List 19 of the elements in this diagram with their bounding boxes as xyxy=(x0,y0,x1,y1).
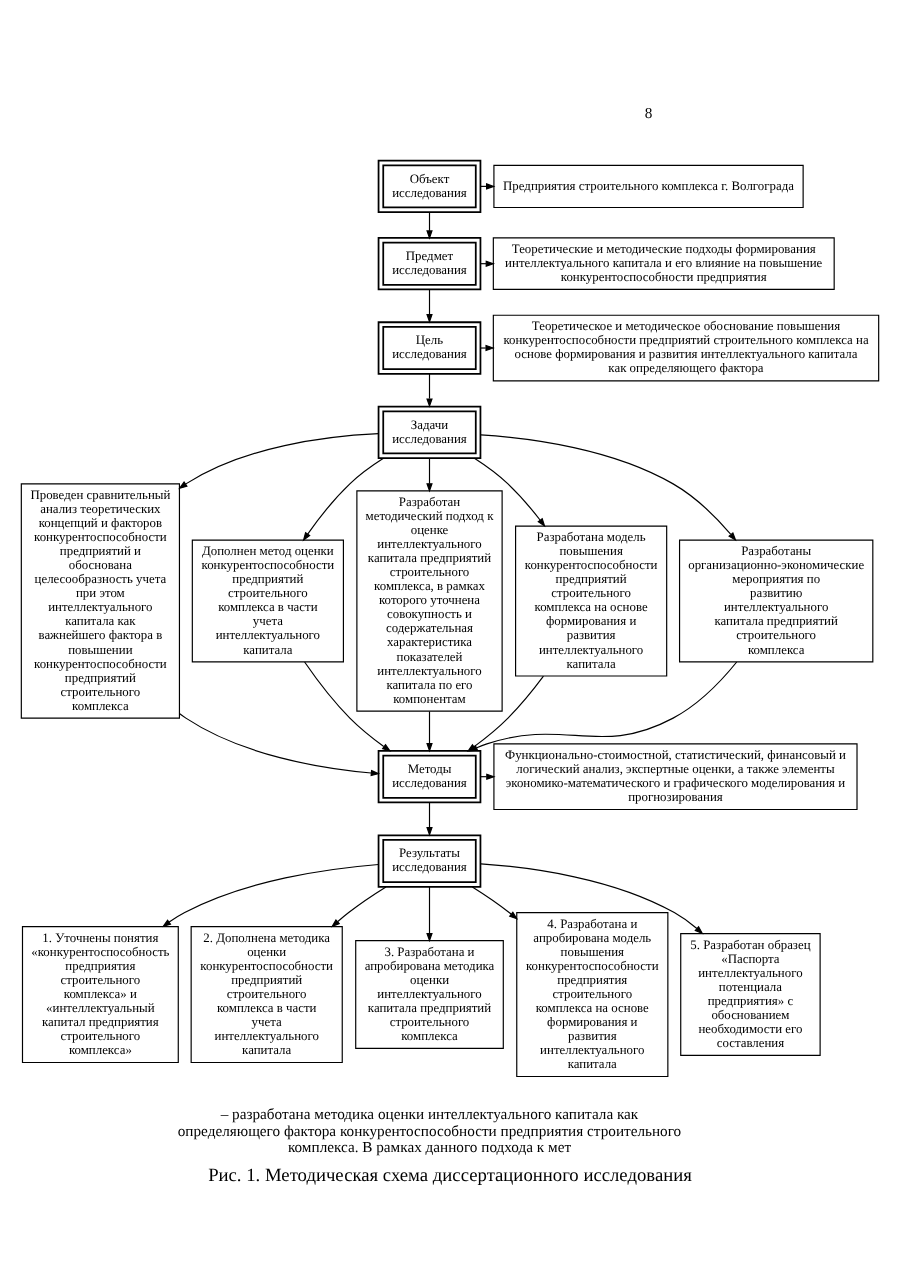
arrow xyxy=(426,372,433,407)
arrow xyxy=(426,709,433,752)
arrow xyxy=(179,712,381,776)
arrow xyxy=(426,885,433,942)
arrow xyxy=(161,862,380,927)
arrow xyxy=(426,210,433,239)
arrow xyxy=(302,456,385,541)
caption: Рис. 1. Методическая схема диссертационного исследования xyxy=(208,1165,692,1186)
arrow xyxy=(480,433,737,541)
arrow xyxy=(471,885,519,919)
arrow xyxy=(426,456,433,492)
arrow xyxy=(178,432,380,489)
arrow xyxy=(480,343,495,351)
arrow xyxy=(480,862,704,934)
arrow xyxy=(304,660,392,751)
arrow xyxy=(473,456,546,527)
arrow xyxy=(426,800,433,836)
arrow xyxy=(330,885,387,927)
arrow xyxy=(426,287,433,323)
